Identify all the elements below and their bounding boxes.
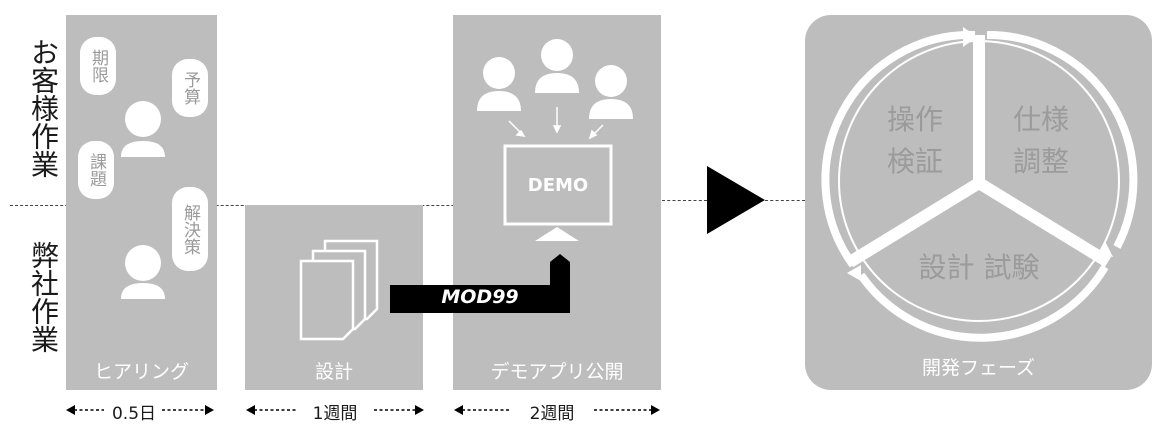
person-icon [121,101,165,157]
customer-work-label: お客様作業 [27,38,60,178]
documents-icon [299,239,379,341]
demo-panel: DEMO デモアプリ公開 [453,15,661,390]
stage-label-design: 設計 [314,361,353,383]
our-work-label: 弊社作業 [27,241,60,353]
person-icon [477,57,521,111]
development-phase-panel: 操作 検証 仕様 調整 設計 試験 開発フェーズ [805,15,1152,390]
bubble-budget: 予算 [172,59,208,117]
duration-demo: 2週間 [529,404,575,424]
phase-label: 開発フェーズ [921,357,1036,379]
person-icon [589,65,633,119]
segment-operation-verification: 操作 検証 [886,103,943,178]
bubble-solution: 解決策 [172,187,208,271]
monitor-icon [503,144,613,241]
bubble-issue: 課題 [78,141,114,199]
duration-arrows [66,405,660,415]
stage-label-hearing: ヒアリング [93,361,189,383]
connector-line-right [765,200,805,201]
hearing-panel: 期限 予算 課題 解決策 ヒアリング [66,15,217,390]
segment-spec-adjustment: 仕様 調整 [1012,103,1069,178]
connector-line-mid [662,200,707,201]
person-icon [121,245,165,299]
duration-design: 1週間 [312,404,358,424]
hearing-people-illustration [121,101,165,299]
demo-screen-text: DEMO [527,175,589,196]
segment-design-test: 設計 試験 [918,251,1040,284]
duration-hearing: 0.5日 [111,404,157,424]
person-icon [535,39,579,93]
bubble-deadline: 期限 [80,37,116,95]
stage-label-demo: デモアプリ公開 [490,361,624,383]
cycle-wheel [821,27,1138,342]
mod99-connector [390,254,570,313]
mod99-tag: MOD99 [441,286,519,308]
demo-users-illustration [477,39,633,241]
play-arrow-icon [707,166,765,234]
